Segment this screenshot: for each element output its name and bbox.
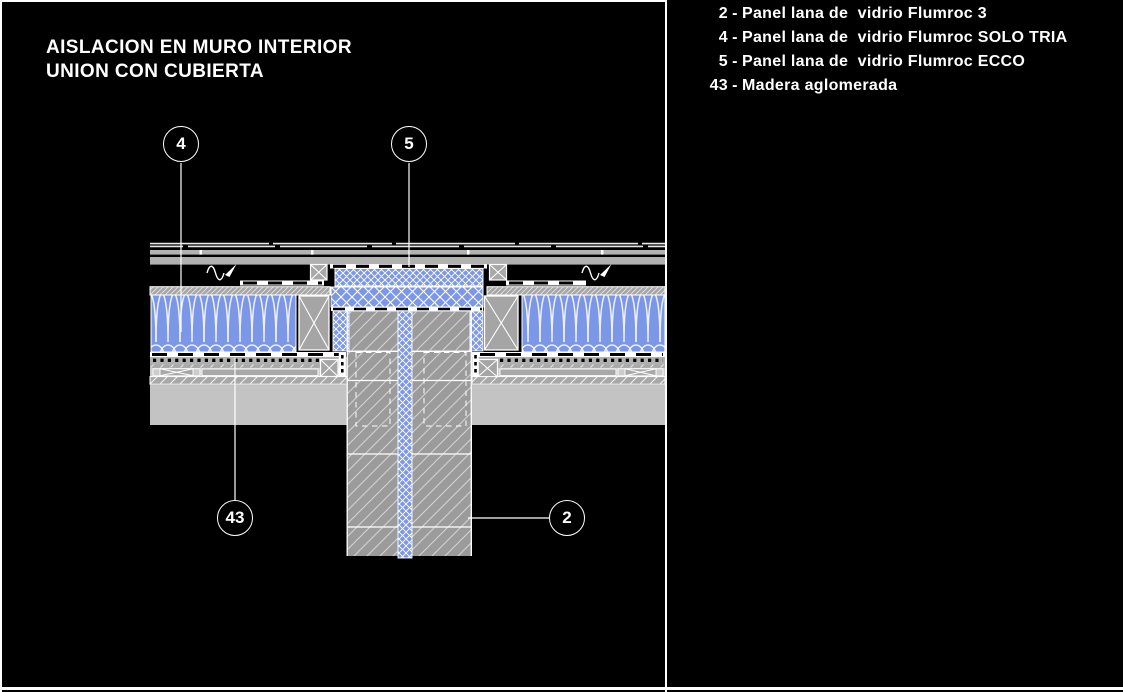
legend-item-number: 2 xyxy=(718,5,728,22)
batten-row-right xyxy=(499,368,664,377)
callout-bubble-43: 43 xyxy=(217,500,253,536)
air-gap-symbols xyxy=(206,263,612,286)
drawing-frame-left xyxy=(0,0,2,692)
ceiling-layers-right xyxy=(471,286,666,425)
drawing-frame-right xyxy=(665,0,667,692)
header-xbox-left xyxy=(298,295,330,351)
callout-bubble-2: 2 xyxy=(549,500,585,536)
legend-item-label: Panel lana de vidrio Flumroc 3 xyxy=(742,5,987,22)
legend-item-separator: - xyxy=(732,5,738,22)
ceiling-layers-left xyxy=(149,286,348,425)
callout-bubble-5: 5 xyxy=(391,126,427,162)
roof-deck-band xyxy=(150,257,665,265)
roof-sheet-lines xyxy=(150,242,665,255)
legend-item-separator: - xyxy=(732,53,738,70)
legend-item-label: Panel lana de vidrio Flumroc SOLO TRIA xyxy=(742,29,1068,46)
callout-bubble-4: 4 xyxy=(163,126,199,162)
callout-label: 4 xyxy=(176,134,186,153)
legend-item: 5 - Panel lana de vidrio Flumroc ECCO xyxy=(690,50,1068,74)
legend-item: 43 - Madera aglomerada xyxy=(690,74,1068,98)
legend-item-label: Madera aglomerada xyxy=(742,77,898,94)
blocking-xbox-left xyxy=(309,263,328,281)
stud-dashed-outline-right xyxy=(423,352,467,427)
legend-item: 2 - Panel lana de vidrio Flumroc 3 xyxy=(690,2,1068,26)
header-xbox-right xyxy=(483,295,519,351)
wall-core-insulation-strip xyxy=(397,310,413,559)
legend-item-number: 4 xyxy=(718,29,728,46)
drawing-title-line1: AISLACION EN MURO INTERIOR xyxy=(46,37,352,58)
legend-item-separator: - xyxy=(732,77,738,94)
drawing-title-line2: UNION CON CUBIERTA xyxy=(46,61,264,82)
leader-lines xyxy=(180,163,549,519)
legend-item-number: 43 xyxy=(709,77,728,94)
legend: 2 - Panel lana de vidrio Flumroc 3 4 - P… xyxy=(690,2,1068,98)
legend-item-separator: - xyxy=(732,29,738,46)
callout-label: 2 xyxy=(562,508,572,527)
legend-item-number: 5 xyxy=(718,53,728,70)
stud-dashed-outline-left xyxy=(355,352,391,427)
legend-item-label: Panel lana de vidrio Flumroc ECCO xyxy=(742,53,1026,70)
drawing-title: AISLACION EN MURO INTERIOR UNION CON CUB… xyxy=(46,36,352,84)
callout-label: 43 xyxy=(225,508,245,527)
wall-column xyxy=(332,310,484,559)
ridge-insulation-panel xyxy=(330,264,487,311)
batten-xbox-left xyxy=(319,358,339,378)
drawing-frame-top xyxy=(0,0,667,2)
callout-label: 5 xyxy=(404,134,414,153)
legend-item: 4 - Panel lana de vidrio Flumroc SOLO TR… xyxy=(690,26,1068,50)
drawing-frame-bottom xyxy=(0,687,1123,690)
batten-xbox-right xyxy=(476,358,499,378)
blocking-xbox-right xyxy=(488,263,508,281)
batten-row-left xyxy=(152,368,319,377)
